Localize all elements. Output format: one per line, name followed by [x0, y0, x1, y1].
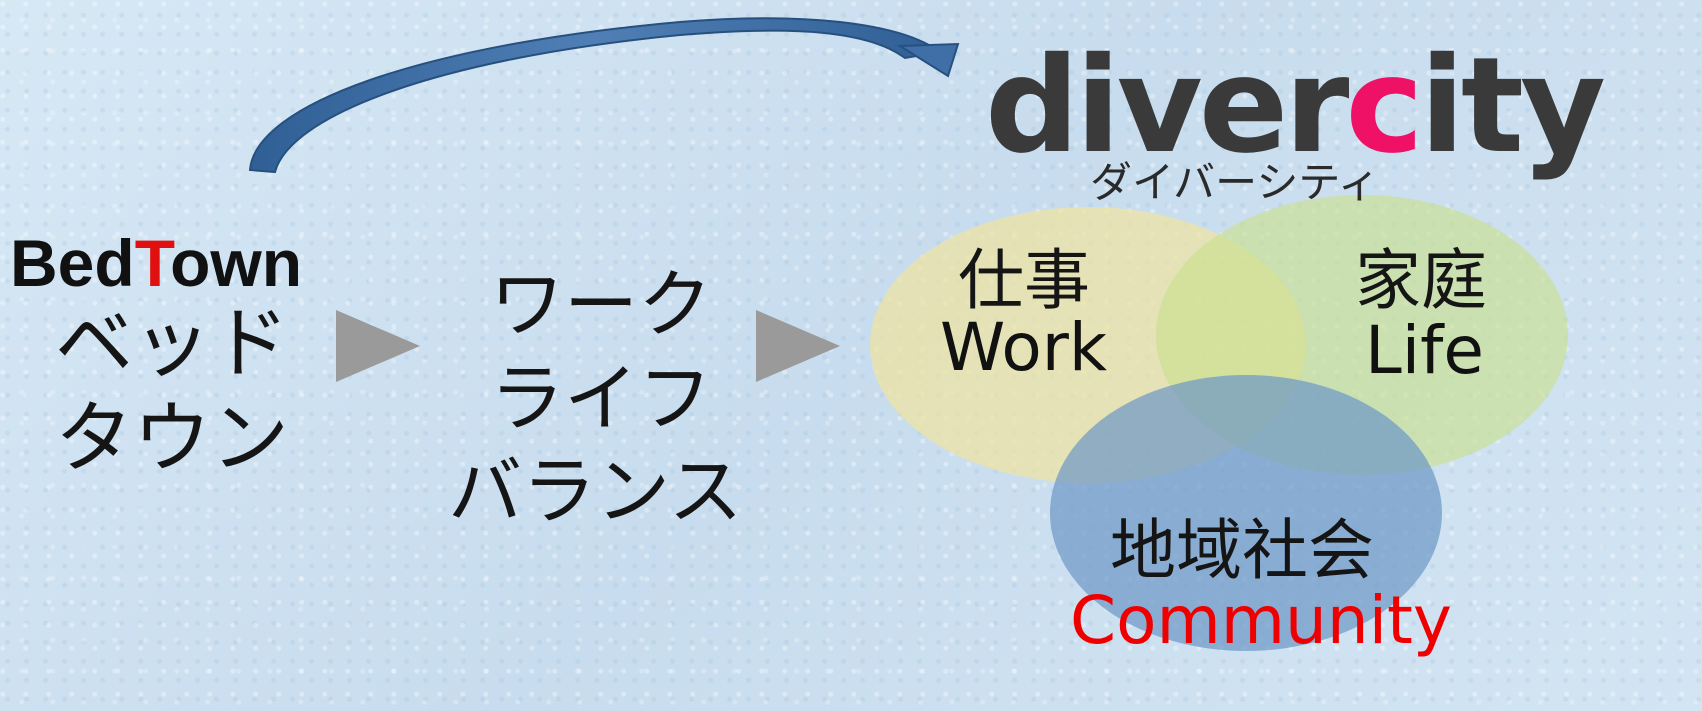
work-label-jp: 仕事 — [958, 242, 1090, 319]
bedtown-suffix: own — [170, 226, 303, 300]
bedtown-accent-letter: T — [134, 226, 171, 300]
work-label-en: Work — [940, 309, 1108, 386]
life-label-en: Life — [1365, 312, 1484, 389]
life-label-jp: 家庭 — [1355, 242, 1487, 319]
wlb-line2: ライフ — [490, 356, 712, 442]
bedtown-title: BedTown — [10, 230, 302, 296]
divercity-prefix: diver — [985, 29, 1349, 183]
divercity-title: divercity — [985, 40, 1606, 172]
wlb-line3: バランス — [448, 449, 743, 535]
divercity-kana: ダイバーシティ — [1090, 158, 1380, 207]
bedtown-kana-line2: タウン — [55, 394, 290, 484]
wlb-line1: ワーク — [490, 262, 712, 348]
divercity-accent-letter: c — [1345, 29, 1423, 183]
community-circle — [1050, 375, 1442, 651]
community-label-en: Community — [1070, 582, 1452, 659]
curved-arrow — [248, 17, 960, 174]
triangle-arrow-1 — [336, 310, 420, 382]
divercity-suffix: ity — [1419, 29, 1606, 183]
bedtown-kana-line1: ベッド — [55, 299, 290, 389]
bedtown-prefix: Bed — [10, 226, 135, 300]
community-label-jp: 地域社会 — [1110, 512, 1374, 589]
triangle-arrow-2 — [756, 310, 840, 382]
